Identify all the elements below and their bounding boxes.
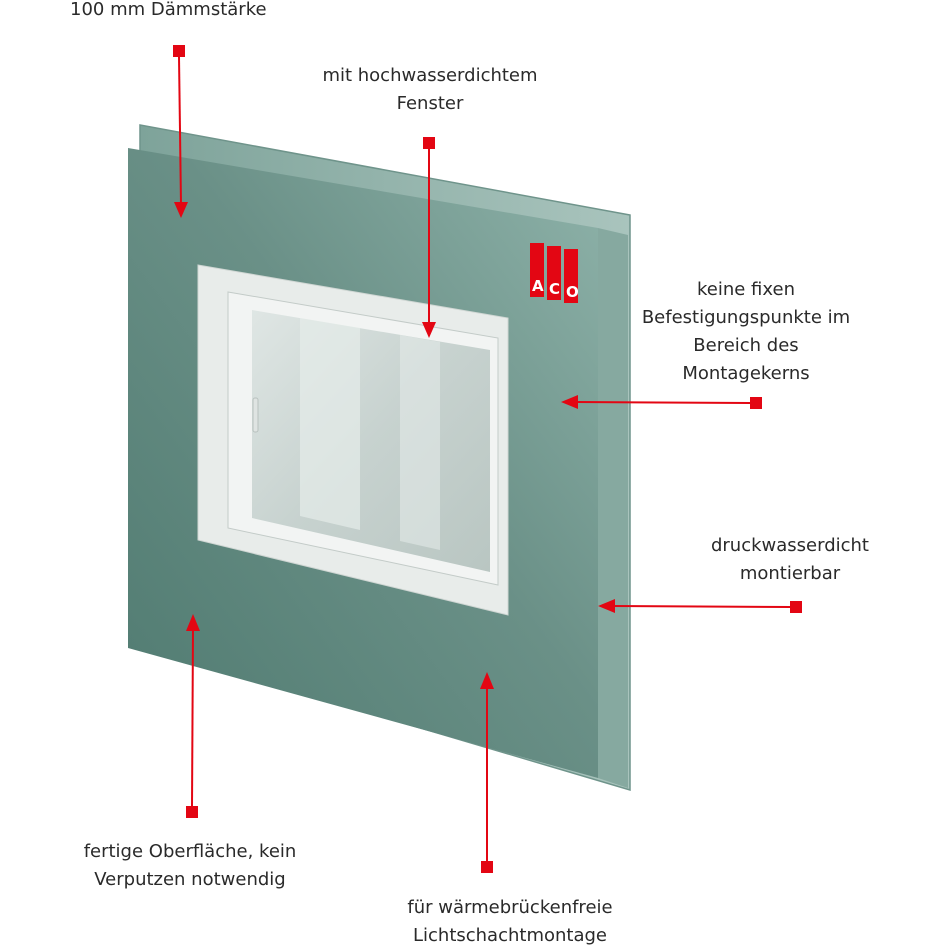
- glass-reflection: [300, 318, 360, 530]
- label-line: keine fixen: [697, 279, 795, 300]
- callout-marker: [186, 806, 198, 818]
- aco-logo: A C O: [530, 243, 579, 303]
- callout-marker: [423, 137, 435, 149]
- callout-arrowhead: [480, 672, 494, 689]
- label-line: Lichtschachtmontage: [412, 925, 607, 946]
- callout-line: [574, 401, 751, 404]
- callout-surface: [186, 614, 200, 818]
- callout-arrowhead: [186, 614, 200, 631]
- callout-line: [178, 56, 182, 206]
- window-handle: [252, 397, 259, 433]
- logo-block: [547, 246, 561, 300]
- label-line: mit hochwasserdichtem: [322, 65, 538, 86]
- callout-marker: [481, 861, 493, 873]
- callout-arrowhead: [422, 322, 436, 338]
- logo-letter: O: [566, 283, 579, 301]
- label-line: Fenster: [396, 93, 464, 114]
- callout-arrowhead: [174, 202, 188, 218]
- callout-fixing: [561, 395, 762, 409]
- callout-marker: [173, 45, 185, 57]
- label-thermal: für wärmebrückenfreie Lichtschachtmontag…: [390, 894, 630, 950]
- panel-side-edge: [598, 228, 628, 788]
- label-insulation: 100 mm Dämmstärke: [70, 0, 267, 24]
- label-line: Montagekerns: [682, 363, 810, 384]
- label-line: fertige Oberfläche, kein: [83, 841, 297, 862]
- callout-line: [611, 605, 791, 608]
- callout-window: [422, 137, 436, 338]
- label-line: für wärmebrückenfreie: [407, 897, 613, 918]
- label-line: druckwasserdicht: [710, 535, 869, 556]
- callout-marker: [750, 397, 762, 409]
- logo-block: [564, 249, 578, 303]
- callout-arrowhead: [561, 395, 578, 409]
- label-line: montierbar: [739, 563, 841, 584]
- callout-thermal: [480, 672, 494, 873]
- label-line: Befestigungspunkte im: [641, 307, 851, 328]
- callout-pressure: [598, 599, 802, 613]
- label-line: Bereich des: [693, 335, 799, 356]
- callout-line: [191, 627, 194, 807]
- logo-letter: C: [549, 280, 560, 298]
- glass-reflection: [400, 335, 440, 550]
- label-window: mit hochwasserdichtem Fenster: [310, 62, 550, 118]
- callout-marker: [790, 601, 802, 613]
- label-line: Verputzen notwendig: [94, 869, 286, 890]
- logo-letter: A: [532, 277, 544, 295]
- label-pressure: druckwasserdicht montierbar: [694, 532, 886, 588]
- logo-block: [530, 243, 544, 297]
- label-line: 100 mm Dämmstärke: [70, 0, 267, 20]
- callout-arrowhead: [598, 599, 615, 613]
- label-fixing: keine fixen Befestigungspunkte im Bereic…: [628, 276, 864, 388]
- label-surface: fertige Oberfläche, kein Verputzen notwe…: [64, 838, 316, 894]
- callout-insulation: [173, 45, 188, 218]
